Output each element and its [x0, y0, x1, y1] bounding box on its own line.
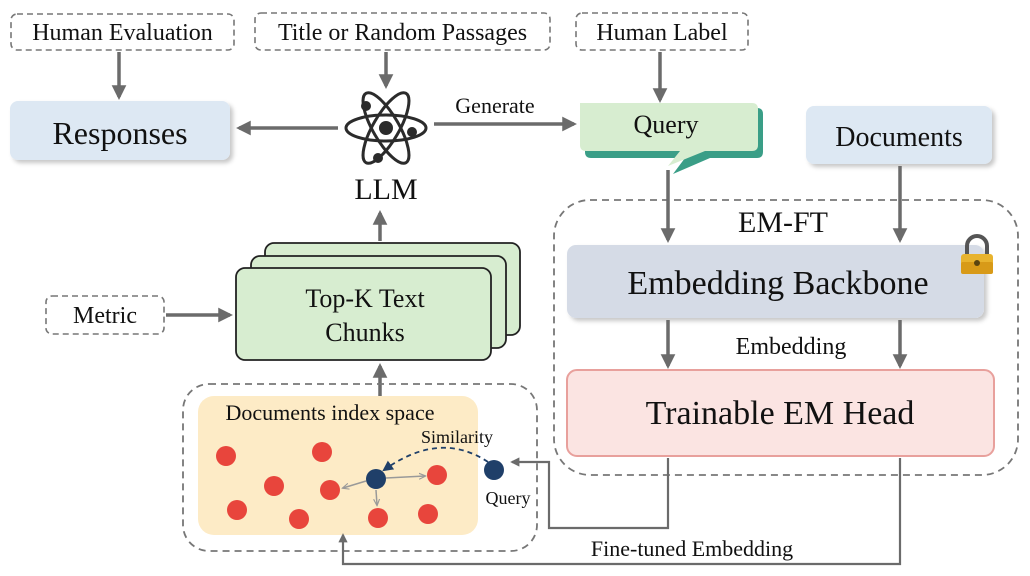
document-point [320, 480, 340, 500]
arrow-document-embedding-return [338, 458, 902, 566]
document-point [216, 446, 236, 466]
similarity-arrows [343, 476, 425, 505]
document-point [289, 509, 309, 529]
title-passages-box: Title or Random Passages [254, 12, 551, 51]
top-k-line1: Top-K Text [305, 284, 425, 313]
documents-box: Documents [806, 106, 992, 164]
top-k-line2: Chunks [325, 318, 404, 347]
arrow-query-embedding-return [510, 457, 670, 530]
query-bubble-label: Query [634, 110, 699, 139]
documents-label: Documents [835, 122, 963, 153]
human-label-label: Human Label [596, 20, 728, 46]
title-passages-label: Title or Random Passages [278, 20, 527, 46]
index-space-area [198, 396, 478, 535]
lock-icon [961, 234, 993, 274]
fine-tuned-embedding-label: Fine-tuned Embedding [591, 536, 793, 561]
document-point [427, 465, 447, 485]
human-label-box: Human Label [575, 12, 749, 51]
trainable-em-head-label: Trainable EM Head [646, 395, 915, 432]
embedding-backbone-label: Embedding Backbone [627, 265, 928, 302]
em-ft-title: EM-FT [738, 206, 828, 239]
generate-label: Generate [455, 93, 534, 118]
responses-box: Responses [10, 101, 230, 160]
embedding-backbone-box: Embedding Backbone [567, 245, 984, 318]
responses-label: Responses [52, 115, 187, 151]
human-evaluation-box: Human Evaluation [10, 13, 235, 51]
trainable-em-head-box: Trainable EM Head [566, 369, 995, 457]
top-k-chunks: Top-K Text Chunks [235, 242, 521, 361]
similarity-curve [382, 446, 489, 472]
index-space-container [182, 383, 538, 552]
em-ft-container [553, 199, 1019, 476]
embedded-query-point [366, 469, 386, 489]
index-query-label: Query [486, 488, 531, 508]
document-point [227, 500, 247, 520]
metric-box: Metric [45, 295, 165, 335]
embedding-label: Embedding [736, 334, 847, 360]
atom-icon [344, 91, 428, 165]
llm-label: LLM [354, 173, 417, 206]
query-point [484, 460, 504, 480]
document-points [216, 442, 447, 529]
document-point [264, 476, 284, 496]
query-bubble: Query [580, 103, 763, 174]
index-space-title: Documents index space [226, 400, 435, 425]
em-ft-title-bg [728, 207, 838, 239]
document-point [368, 508, 388, 528]
human-evaluation-label: Human Evaluation [32, 20, 213, 46]
similarity-label: Similarity [421, 427, 493, 447]
document-point [418, 504, 438, 524]
document-point [312, 442, 332, 462]
metric-label: Metric [73, 303, 137, 329]
